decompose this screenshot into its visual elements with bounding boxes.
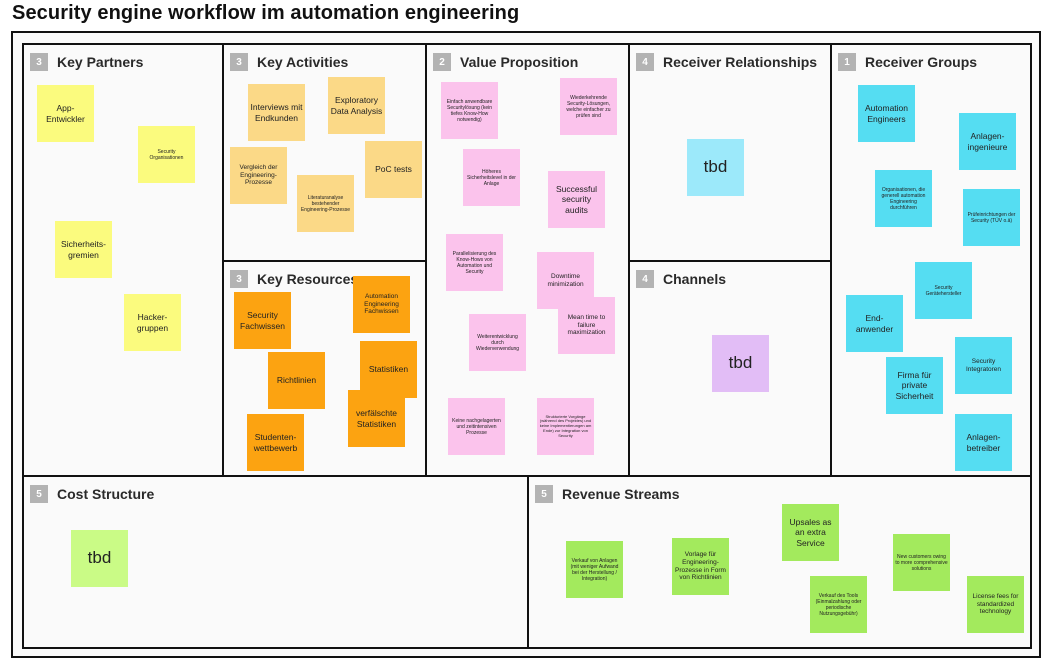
section-receiver-relationships: 4 Receiver Relationships tbd	[628, 43, 832, 262]
sticky-note[interactable]: Upsales as an extra Service	[782, 504, 839, 561]
sticky-note[interactable]: tbd	[687, 139, 744, 196]
section-title: Receiver Relationships	[663, 54, 818, 70]
section-channels: 4 Channels tbd	[628, 260, 832, 477]
sticky-note[interactable]: Security Gerätehersteller	[915, 262, 972, 319]
sticky-note[interactable]: End- anwender	[846, 295, 903, 352]
sticky-note[interactable]: Verkauf von Anlagen (mit weniger Aufwand…	[566, 541, 623, 598]
sticky-note[interactable]: Weiterentwicklung durch Wiederverwendung	[469, 314, 526, 371]
section-number-badge: 2	[433, 53, 451, 71]
sticky-note[interactable]: Vergleich der Engineering-Prozesse	[230, 147, 287, 204]
section-title: Key Resources	[257, 271, 359, 287]
section-title: Revenue Streams	[562, 486, 680, 502]
sticky-note[interactable]: Interviews mit Endkunden	[248, 84, 305, 141]
sticky-note[interactable]: Parallelisierung des Know-Hows von Autom…	[446, 234, 503, 291]
sticky-note[interactable]: Höheres Sicherheitslevel in der Anlage	[463, 149, 520, 206]
sticky-note[interactable]: Automation Engineers	[858, 85, 915, 142]
sticky-note[interactable]: Successful security audits	[548, 171, 605, 228]
sticky-note[interactable]: New customers owing to more comprehensiv…	[893, 534, 950, 591]
sticky-note[interactable]: Hacker- gruppen	[124, 294, 181, 351]
section-revenue-streams: 5 Revenue Streams Verkauf von Anlagen (m…	[527, 475, 1032, 649]
section-key-resources: 3 Key Resources Security Fachwissen Auto…	[222, 260, 427, 477]
section-number-badge: 3	[230, 53, 248, 71]
sticky-note[interactable]: Strukturierte Vorgänge (während des Proj…	[537, 398, 594, 455]
sticky-note[interactable]: tbd	[712, 335, 769, 392]
section-number-badge: 4	[636, 53, 654, 71]
sticky-note[interactable]: Verkauf des Tools (Einmalzahlung oder pe…	[810, 576, 867, 633]
section-number-badge: 5	[30, 485, 48, 503]
sticky-note[interactable]: verfälschte Statistiken	[348, 390, 405, 447]
sticky-note[interactable]: Mean time to failure maximization	[558, 297, 615, 354]
sticky-note[interactable]: Statistiken	[360, 341, 417, 398]
section-number-badge: 3	[230, 270, 248, 288]
sticky-note[interactable]: Wiederkehrende Security-Lösungen, welche…	[560, 78, 617, 135]
section-title: Key Activities	[257, 54, 349, 70]
section-title: Channels	[663, 271, 727, 287]
section-receiver-groups: 1 Receiver Groups Automation Engineers A…	[830, 43, 1032, 477]
sticky-note[interactable]: Vorlage für Engineering-Prozesse in Form…	[672, 538, 729, 595]
sticky-note[interactable]: Firma für private Sicherheit	[886, 357, 943, 414]
section-title: Key Partners	[57, 54, 144, 70]
section-title: Receiver Groups	[865, 54, 978, 70]
sticky-note[interactable]: Literaturanalyse bestehender Engineering…	[297, 175, 354, 232]
sticky-note[interactable]: tbd	[71, 530, 128, 587]
section-number-badge: 3	[30, 53, 48, 71]
section-title: Value Proposition	[460, 54, 579, 70]
sticky-note[interactable]: Automation Engineering Fachwissen	[353, 276, 410, 333]
sticky-note[interactable]: Exploratory Data Analysis	[328, 77, 385, 134]
section-title: Cost Structure	[57, 486, 155, 502]
sticky-note[interactable]: Organisationen, die generell automation …	[875, 170, 932, 227]
section-number-badge: 1	[838, 53, 856, 71]
sticky-note[interactable]: License fees for standardized technology	[967, 576, 1024, 633]
section-key-partners: 3 Key Partners App- Entwickler Security …	[22, 43, 224, 477]
sticky-note[interactable]: Anlagen- ingenieure	[959, 113, 1016, 170]
sticky-note[interactable]: Anlagen- betreiber	[955, 414, 1012, 471]
sticky-note[interactable]: Prüfeinrichtungen der Security (TÜV o.ä)	[963, 189, 1020, 246]
sticky-note[interactable]: Security Integratoren	[955, 337, 1012, 394]
sticky-note[interactable]: Studenten- wettbewerb	[247, 414, 304, 471]
sticky-note[interactable]: Keine nachgelagerten und zeitintensiven …	[448, 398, 505, 455]
page-title: Security engine workflow im automation e…	[12, 2, 520, 24]
section-number-badge: 4	[636, 270, 654, 288]
sticky-note[interactable]: Richtlinien	[268, 352, 325, 409]
sticky-note[interactable]: Sicherheits- gremien	[55, 221, 112, 278]
sticky-note[interactable]: App- Entwickler	[37, 85, 94, 142]
section-number-badge: 5	[535, 485, 553, 503]
sticky-note[interactable]: Security Organisationen	[138, 126, 195, 183]
sticky-note[interactable]: Einfach anwendbare Securitylösung (kein …	[441, 82, 498, 139]
sticky-note[interactable]: PoC tests	[365, 141, 422, 198]
sticky-note[interactable]: Security Fachwissen	[234, 292, 291, 349]
section-cost-structure: 5 Cost Structure tbd	[22, 475, 529, 649]
section-value-proposition: 2 Value Proposition Einfach anwendbare S…	[425, 43, 630, 477]
section-key-activities: 3 Key Activities Interviews mit Endkunde…	[222, 43, 427, 262]
